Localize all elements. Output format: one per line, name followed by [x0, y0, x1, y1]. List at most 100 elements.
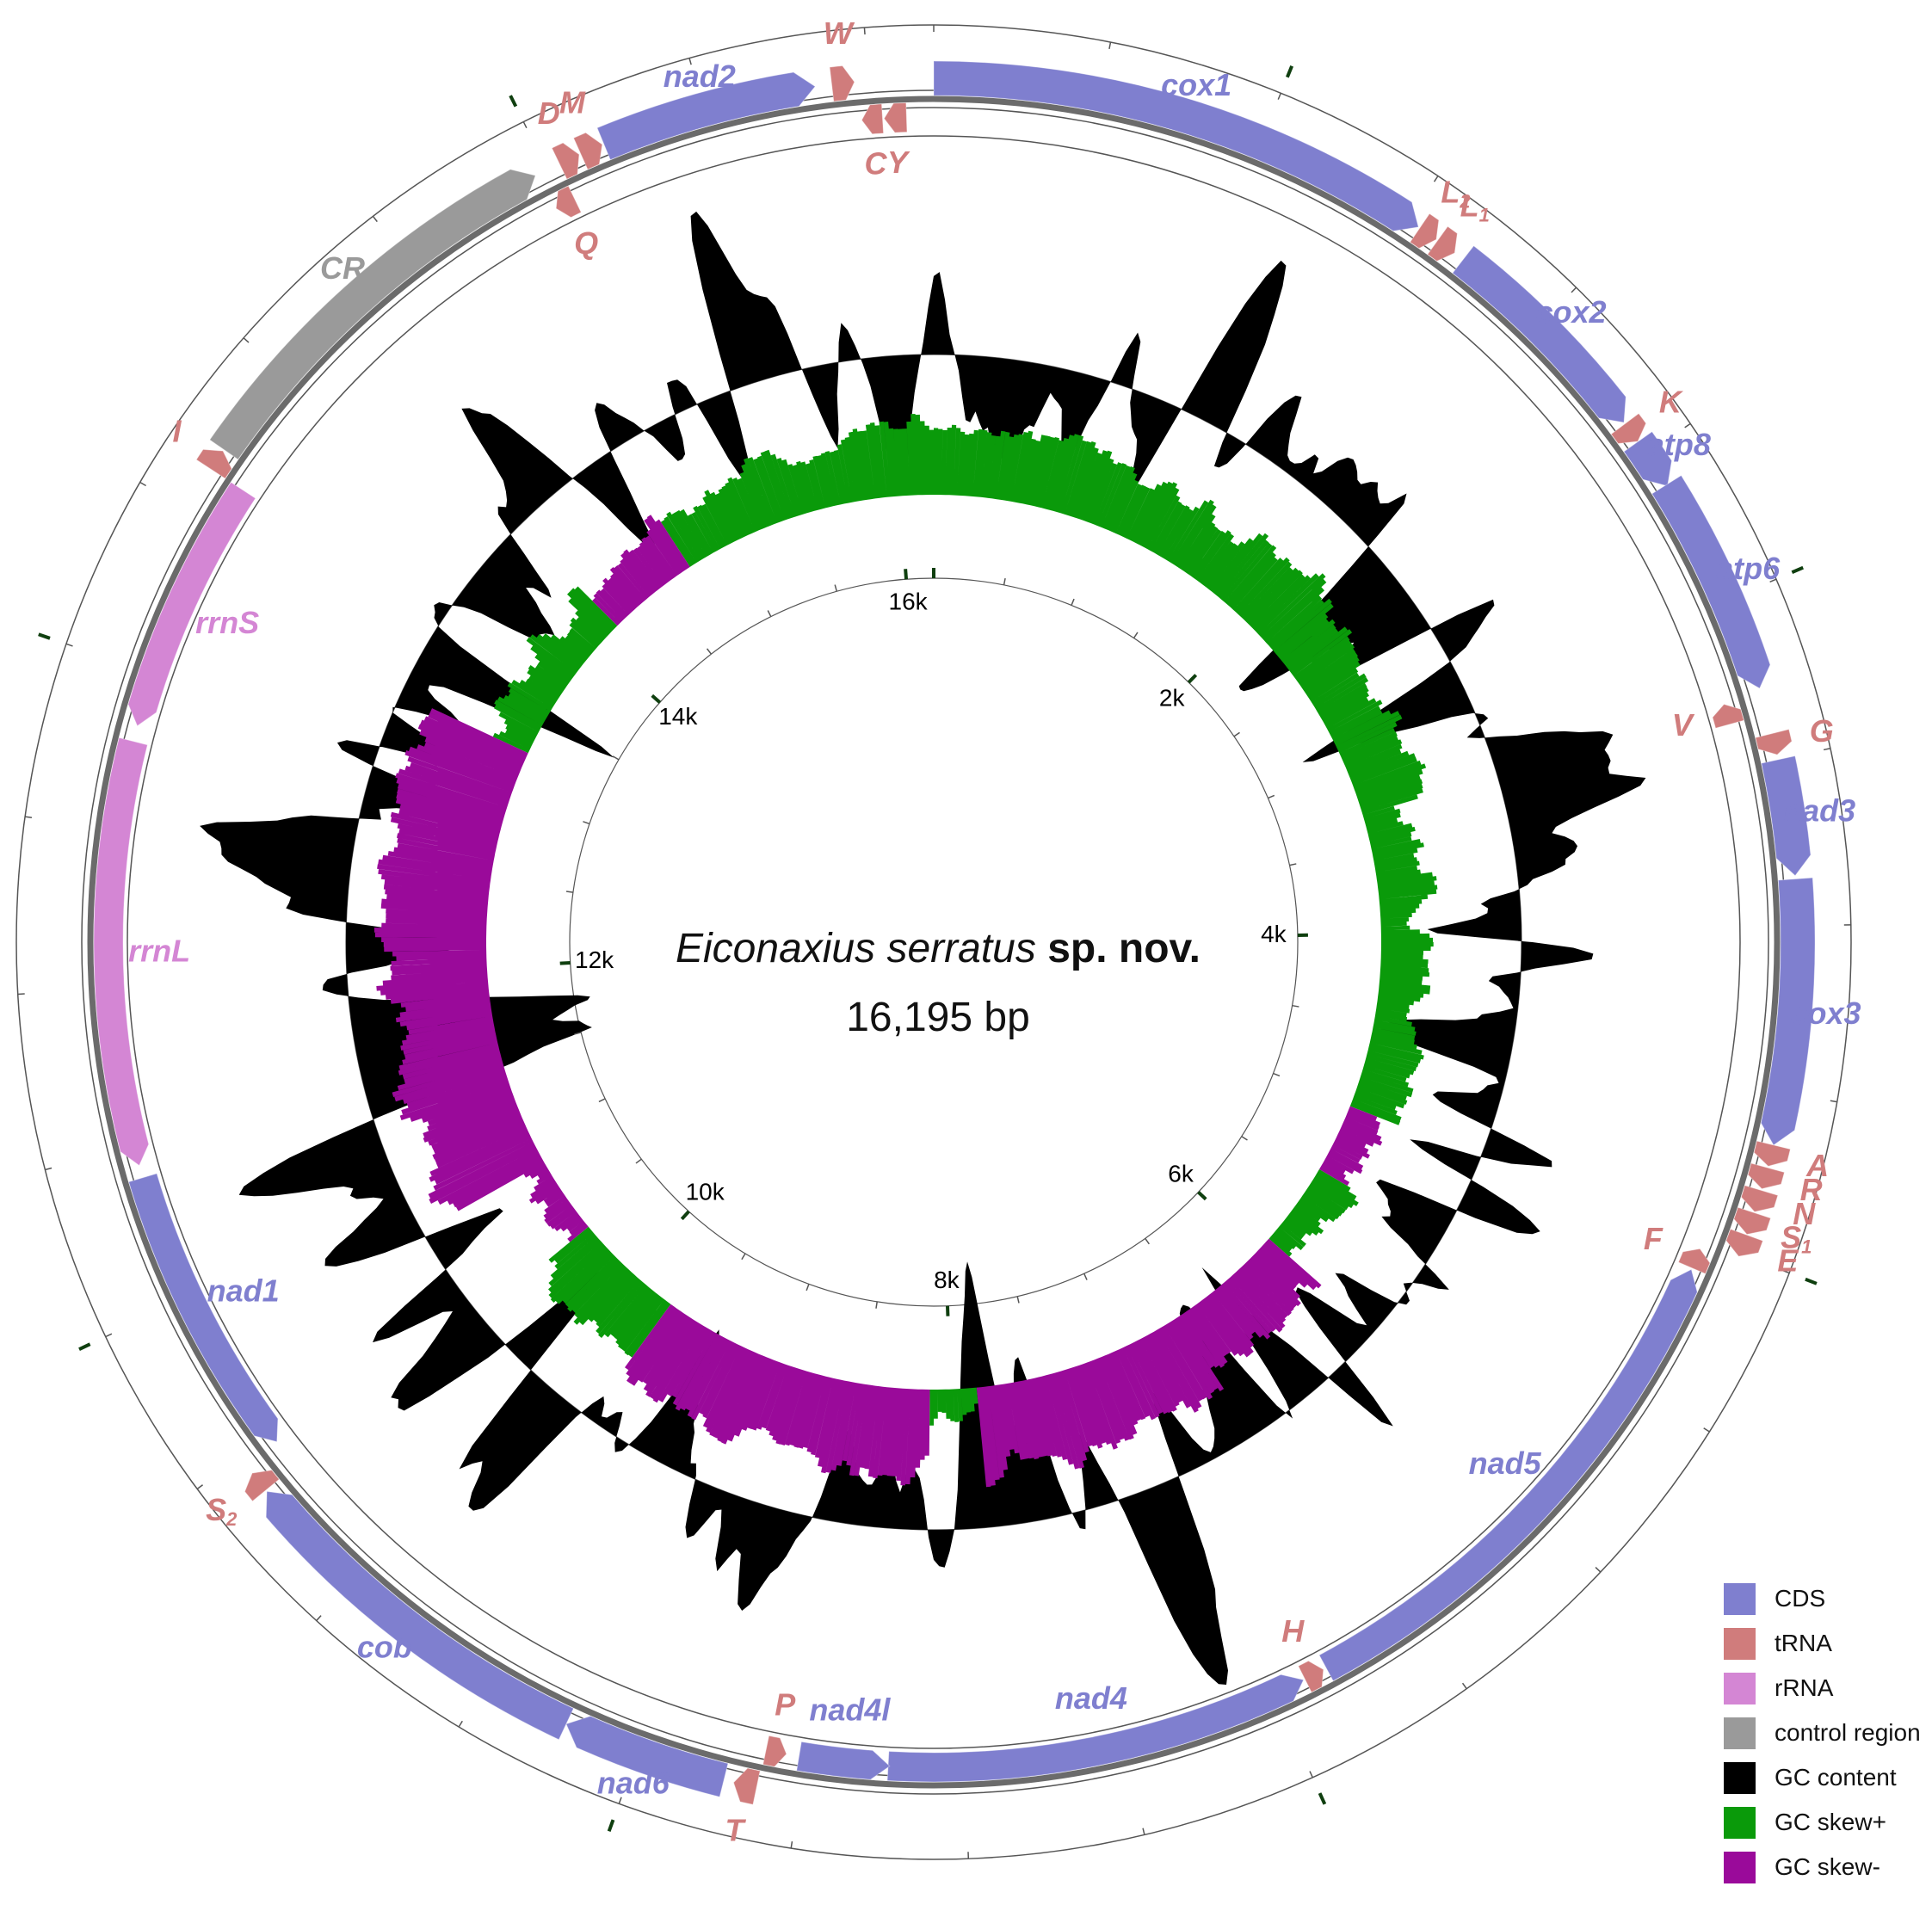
feature-cds-atp8 — [1623, 431, 1673, 487]
feature-name: R — [1800, 1171, 1823, 1206]
feature-label: W — [824, 15, 855, 50]
legend-label: tRNA — [1775, 1630, 1832, 1656]
feature-name: L — [1460, 188, 1479, 223]
feature-trna-n — [1740, 1185, 1779, 1212]
feature-label: F — [1644, 1220, 1663, 1255]
feature-trna-k — [1610, 412, 1647, 445]
genome-title: Eiconaxius serratus sp. nov. — [422, 925, 1454, 972]
outer-position-tick — [607, 1819, 615, 1832]
legend-item: rRNA — [1724, 1666, 1921, 1711]
feature-label: L2 — [1441, 174, 1471, 212]
feature-label: Q — [574, 225, 598, 261]
position-tick — [1187, 674, 1198, 684]
feature-trna-y — [883, 102, 908, 133]
feature-label: R — [1800, 1171, 1823, 1206]
strand-divider — [87, 96, 1781, 1789]
feature-label: cob — [357, 1629, 412, 1664]
feature-trna-p — [762, 1735, 787, 1767]
outer-minor-tick — [1769, 578, 1777, 583]
outer-minor-tick — [458, 1720, 463, 1728]
feature-name: Y — [887, 145, 910, 180]
feature-label: P — [775, 1686, 796, 1722]
feature-trna-t — [732, 1767, 761, 1805]
feature-cds-nad3 — [1761, 755, 1812, 877]
feature-label: H — [1281, 1613, 1305, 1649]
feature-cds-nad2 — [596, 71, 816, 161]
feature-name: atp6 — [1716, 551, 1781, 586]
feature-label: nad4l — [809, 1692, 891, 1727]
feature-trna-h — [1298, 1660, 1324, 1693]
feature-label: nad1 — [207, 1273, 280, 1308]
feature-label: rrnL — [128, 933, 190, 968]
feature-name: I — [172, 413, 182, 448]
legend-label: control region — [1775, 1719, 1921, 1746]
legend-item: GC skew+ — [1724, 1800, 1921, 1845]
position-label: 14k — [658, 703, 698, 730]
feature-name: nad3 — [1783, 792, 1855, 828]
feature-label: atp6 — [1716, 551, 1781, 586]
feature-name: nad1 — [207, 1273, 280, 1308]
feature-track — [93, 60, 1816, 1805]
outer-minor-tick — [1309, 1771, 1313, 1778]
feature-name: N — [1793, 1195, 1816, 1230]
feature-name: G — [1810, 713, 1834, 749]
legend-item: control region — [1724, 1711, 1921, 1755]
feature-subscript: 2 — [1459, 190, 1471, 212]
feature-trna-r — [1747, 1162, 1786, 1190]
feature-label: nad5 — [1469, 1445, 1542, 1480]
outer-minor-tick — [65, 643, 73, 647]
outer-minor-tick — [863, 27, 866, 35]
position-tick — [741, 1253, 746, 1261]
feature-trna-e — [1725, 1228, 1764, 1257]
legend-swatch — [1724, 1717, 1756, 1749]
feature-label: atp8 — [1647, 426, 1711, 461]
position-label: 10k — [686, 1179, 725, 1205]
outer-minor-tick — [1277, 92, 1281, 100]
legend-swatch — [1724, 1582, 1756, 1615]
feature-label: S1 — [1781, 1219, 1812, 1257]
outer-minor-tick — [790, 1841, 793, 1849]
feature-cds-nad1 — [127, 1173, 279, 1443]
genome-size: 16,195 bp — [846, 995, 1030, 1040]
position-tick — [574, 1032, 582, 1035]
legend-label: rRNA — [1775, 1674, 1834, 1701]
feature-name: nad2 — [664, 59, 736, 94]
feature-name: F — [1644, 1220, 1663, 1255]
feature-label: cox2 — [1535, 293, 1606, 329]
legend-swatch — [1724, 1806, 1756, 1839]
outer-minor-tick — [196, 1484, 204, 1490]
feature-name: S — [206, 1492, 226, 1527]
legend-label: GC content — [1775, 1764, 1897, 1791]
position-tick — [559, 960, 571, 965]
feature-name: atp8 — [1647, 426, 1711, 461]
feature-name: T — [725, 1812, 747, 1847]
feature-name: nad6 — [597, 1765, 670, 1800]
feature-subscript: 1 — [1801, 1236, 1812, 1257]
feature-name: nad5 — [1469, 1445, 1542, 1480]
position-label: 12k — [575, 946, 614, 973]
feature-label: N — [1793, 1195, 1816, 1230]
outer-position-tick — [1791, 565, 1804, 575]
outer-minor-tick — [243, 337, 250, 343]
legend-swatch — [1724, 1627, 1756, 1660]
position-tick — [1071, 598, 1075, 606]
feature-name: nad4 — [1055, 1680, 1127, 1716]
legend-item: tRNA — [1724, 1621, 1921, 1666]
species-suffix: sp. nov. — [1047, 926, 1201, 971]
position-tick — [1273, 1072, 1281, 1077]
feature-name: CR — [320, 250, 365, 286]
feature-label: Y — [887, 145, 910, 180]
gc-content-track — [200, 211, 1646, 1685]
position-tick — [1145, 1237, 1150, 1245]
feature-label: E — [1777, 1242, 1799, 1278]
feature-trna-l1 — [1427, 225, 1458, 262]
feature-trna-q — [555, 185, 582, 219]
outer-minor-tick — [105, 1333, 113, 1338]
legend-item: GC skew- — [1724, 1845, 1921, 1889]
position-tick — [680, 1210, 690, 1221]
outer-minor-tick — [1703, 1427, 1710, 1433]
feature-trna-g — [1755, 729, 1793, 755]
outer-minor-tick — [316, 1615, 322, 1622]
